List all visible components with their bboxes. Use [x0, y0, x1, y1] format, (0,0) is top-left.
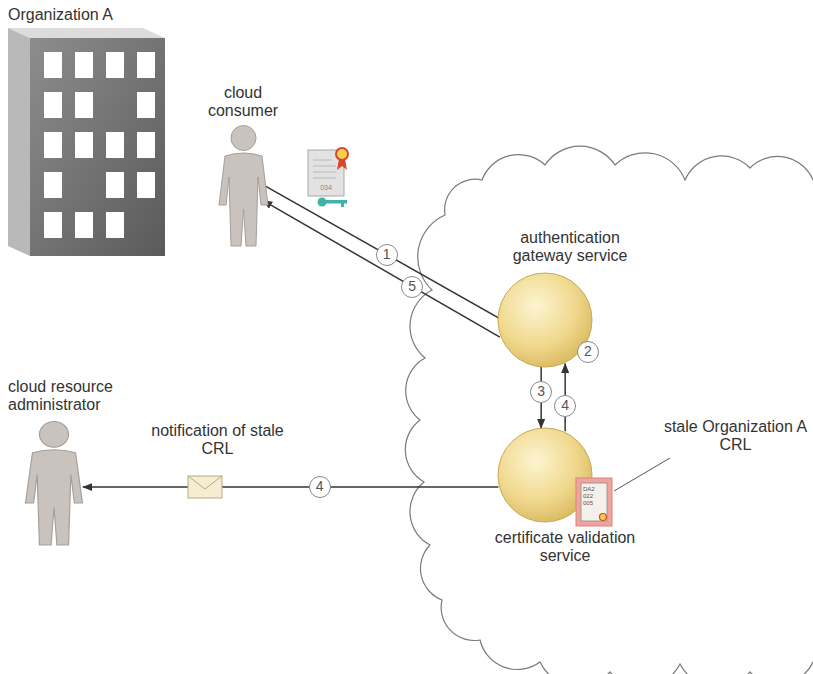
node-label: certificate validation service — [485, 529, 645, 566]
cloud-outline — [405, 146, 813, 674]
callout-number: 4 — [309, 476, 331, 498]
callout-number: 4 — [554, 395, 576, 417]
node-label: Organization A — [8, 6, 178, 24]
building-roof — [8, 28, 165, 38]
service-sphere — [498, 428, 592, 522]
envelope-icon — [188, 476, 222, 498]
circle-shape — [497, 427, 593, 523]
circle-shape — [497, 272, 593, 368]
certificate-line — [313, 172, 336, 173]
building-window — [44, 172, 62, 198]
crl-seal — [600, 514, 607, 521]
certificate-line — [313, 160, 332, 161]
organization-node: Organization A — [8, 6, 178, 256]
person-shape — [216, 125, 271, 247]
envelope-flap — [188, 476, 222, 489]
building-window — [137, 172, 155, 198]
crl-document — [576, 478, 612, 526]
building-window — [106, 52, 124, 78]
building-window — [75, 92, 93, 118]
node-label: authentication gateway service — [490, 229, 650, 266]
building-front — [30, 38, 165, 256]
crl-backdrop — [576, 478, 612, 526]
building-shape — [8, 28, 165, 256]
callout-number: 1 — [376, 244, 398, 266]
person-body — [219, 153, 268, 246]
service-node: certificate validation service — [485, 427, 645, 566]
person-body — [25, 449, 82, 544]
certificate-line — [313, 166, 336, 167]
building-window — [75, 132, 93, 158]
notification-label: notification of stale CRL — [150, 422, 285, 459]
envelope-body — [188, 476, 222, 498]
key-bit — [341, 203, 344, 207]
node-label: cloud resource administrator — [8, 378, 148, 415]
flow-arrow — [83, 486, 499, 488]
callout-number: 5 — [401, 276, 423, 298]
building-window — [44, 92, 62, 118]
building-window — [75, 52, 93, 78]
certificate-ribbon — [337, 159, 347, 170]
flow-arrow — [263, 185, 511, 325]
callout-number: 2 — [577, 341, 599, 363]
crl-entries: DA2 022 005 — [583, 486, 601, 507]
building-window — [137, 132, 155, 158]
service-node: authentication gateway service — [490, 229, 650, 368]
person-node: cloud consumer — [193, 84, 293, 247]
person-head — [39, 421, 68, 447]
certificate-seal — [336, 148, 348, 160]
leader-line — [614, 458, 670, 491]
building-window — [106, 212, 124, 238]
building-window — [75, 212, 93, 238]
person-node: cloud resource administrator — [8, 378, 148, 546]
certificate-icon — [308, 148, 348, 207]
crl-scroll — [581, 483, 607, 521]
building-window — [44, 52, 62, 78]
building-window — [44, 132, 62, 158]
key-shaft — [325, 200, 347, 204]
flow-arrow — [263, 200, 500, 337]
flow-arrow — [564, 363, 566, 431]
building-window — [137, 92, 155, 118]
callout-number: 3 — [530, 381, 552, 403]
flow-arrow — [540, 366, 542, 428]
building-side — [8, 28, 30, 256]
building-window — [106, 172, 124, 198]
person-shape — [22, 421, 86, 546]
crl-callout-label: stale Organization A CRL — [663, 418, 808, 455]
node-label: cloud consumer — [193, 84, 293, 121]
person-head — [231, 125, 256, 150]
service-sphere — [498, 273, 592, 367]
certificate-number: 034 — [314, 184, 338, 192]
building-window — [106, 132, 124, 158]
building-window — [44, 212, 62, 238]
certificate-line — [313, 178, 336, 179]
building-window — [137, 52, 155, 78]
